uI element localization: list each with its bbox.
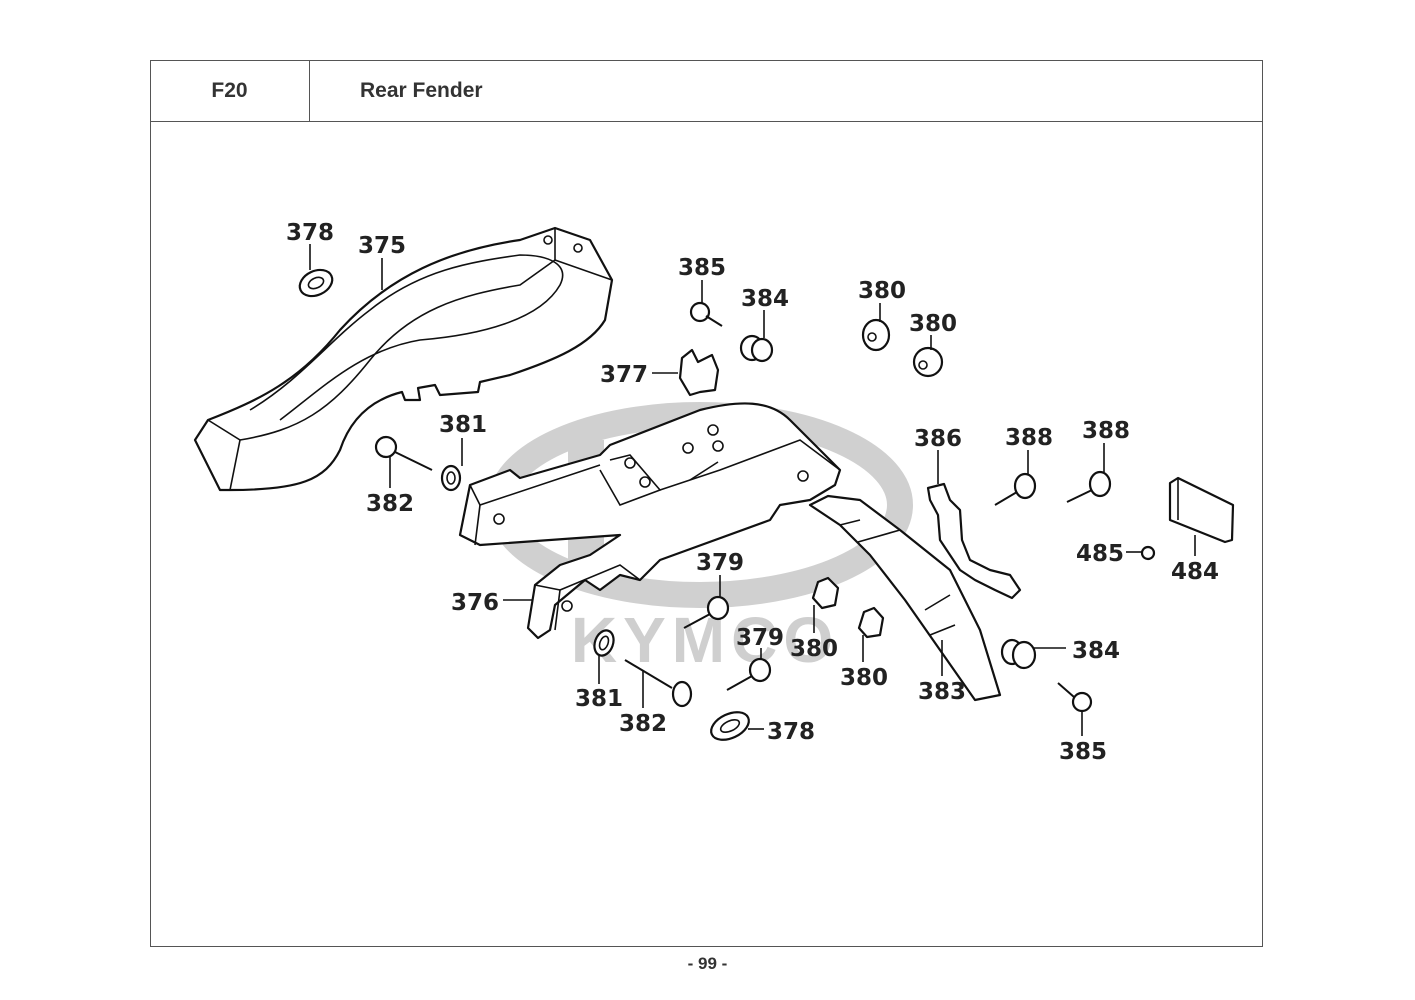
callout-380-upper-1: 380 — [858, 278, 906, 304]
part-376-lower-fender[interactable] — [458, 402, 842, 640]
part-388-screw-1[interactable] — [994, 472, 1037, 506]
callout-380-lower-2: 380 — [840, 665, 888, 691]
part-379-screw-2[interactable] — [726, 657, 772, 691]
callout-388-1: 388 — [1005, 425, 1053, 451]
section-code-cell: F20 — [150, 60, 310, 122]
callout-376: 376 — [451, 590, 499, 616]
part-484-reflector[interactable] — [1168, 476, 1235, 544]
part-382-bolt-upper[interactable] — [374, 435, 433, 471]
callout-388-2: 388 — [1082, 418, 1130, 444]
part-377-clip[interactable] — [678, 348, 720, 397]
callout-381-lower: 381 — [575, 686, 623, 712]
diagram-frame — [150, 60, 1263, 947]
callout-378-upper: 378 — [286, 220, 334, 246]
part-375-upper-fender[interactable] — [193, 226, 614, 492]
callout-385-upper: 385 — [678, 255, 726, 281]
part-380-nut-lower-1[interactable] — [811, 576, 840, 610]
callout-379-2: 379 — [736, 625, 784, 651]
part-485-nut[interactable] — [1140, 545, 1156, 561]
callout-375: 375 — [358, 233, 406, 259]
part-388-screw-2[interactable] — [1066, 470, 1112, 503]
callout-385-lower: 385 — [1059, 739, 1107, 765]
part-380-nut-upper-2[interactable] — [912, 346, 944, 378]
callout-labels: 378 375 385 384 380 380 377 381 382 386 … — [286, 220, 1219, 765]
part-379-screw-1[interactable] — [683, 595, 730, 629]
callout-380-lower-1: 380 — [790, 636, 838, 662]
part-385-bolt-lower[interactable] — [1057, 682, 1093, 713]
part-382-bolt-lower[interactable] — [624, 659, 693, 708]
part-381-washer-upper[interactable] — [440, 464, 462, 492]
part-380-nut-upper-1[interactable] — [861, 318, 891, 352]
callout-379-1: 379 — [696, 550, 744, 576]
callout-485: 485 — [1076, 541, 1124, 567]
leader-lines — [309, 244, 1196, 736]
part-380-nut-lower-2[interactable] — [857, 606, 885, 639]
section-title-cell: Rear Fender — [310, 60, 1263, 122]
section-title: Rear Fender — [360, 79, 483, 102]
callout-384-lower: 384 — [1072, 638, 1120, 664]
callout-382-lower: 382 — [619, 711, 667, 737]
part-386-bracket[interactable] — [926, 482, 1022, 600]
section-code: F20 — [211, 79, 248, 102]
callout-484: 484 — [1171, 559, 1219, 585]
callout-386: 386 — [914, 426, 962, 452]
callout-381-upper: 381 — [439, 412, 487, 438]
callout-378-lower: 378 — [767, 719, 815, 745]
callout-382-upper: 382 — [366, 491, 414, 517]
part-378-grommet-upper[interactable] — [296, 265, 337, 301]
callout-380-upper-2: 380 — [909, 311, 957, 337]
part-384-collar-lower[interactable] — [1000, 638, 1037, 670]
part-385-bolt-upper[interactable] — [689, 301, 723, 327]
part-384-collar-upper[interactable] — [739, 334, 774, 363]
part-378-grommet-lower[interactable] — [707, 707, 753, 746]
callout-383: 383 — [918, 679, 966, 705]
part-383-mudguard[interactable] — [808, 494, 1002, 702]
callout-384-upper: 384 — [741, 286, 789, 312]
callout-377: 377 — [600, 362, 648, 388]
page-number: - 99 - — [687, 954, 728, 973]
